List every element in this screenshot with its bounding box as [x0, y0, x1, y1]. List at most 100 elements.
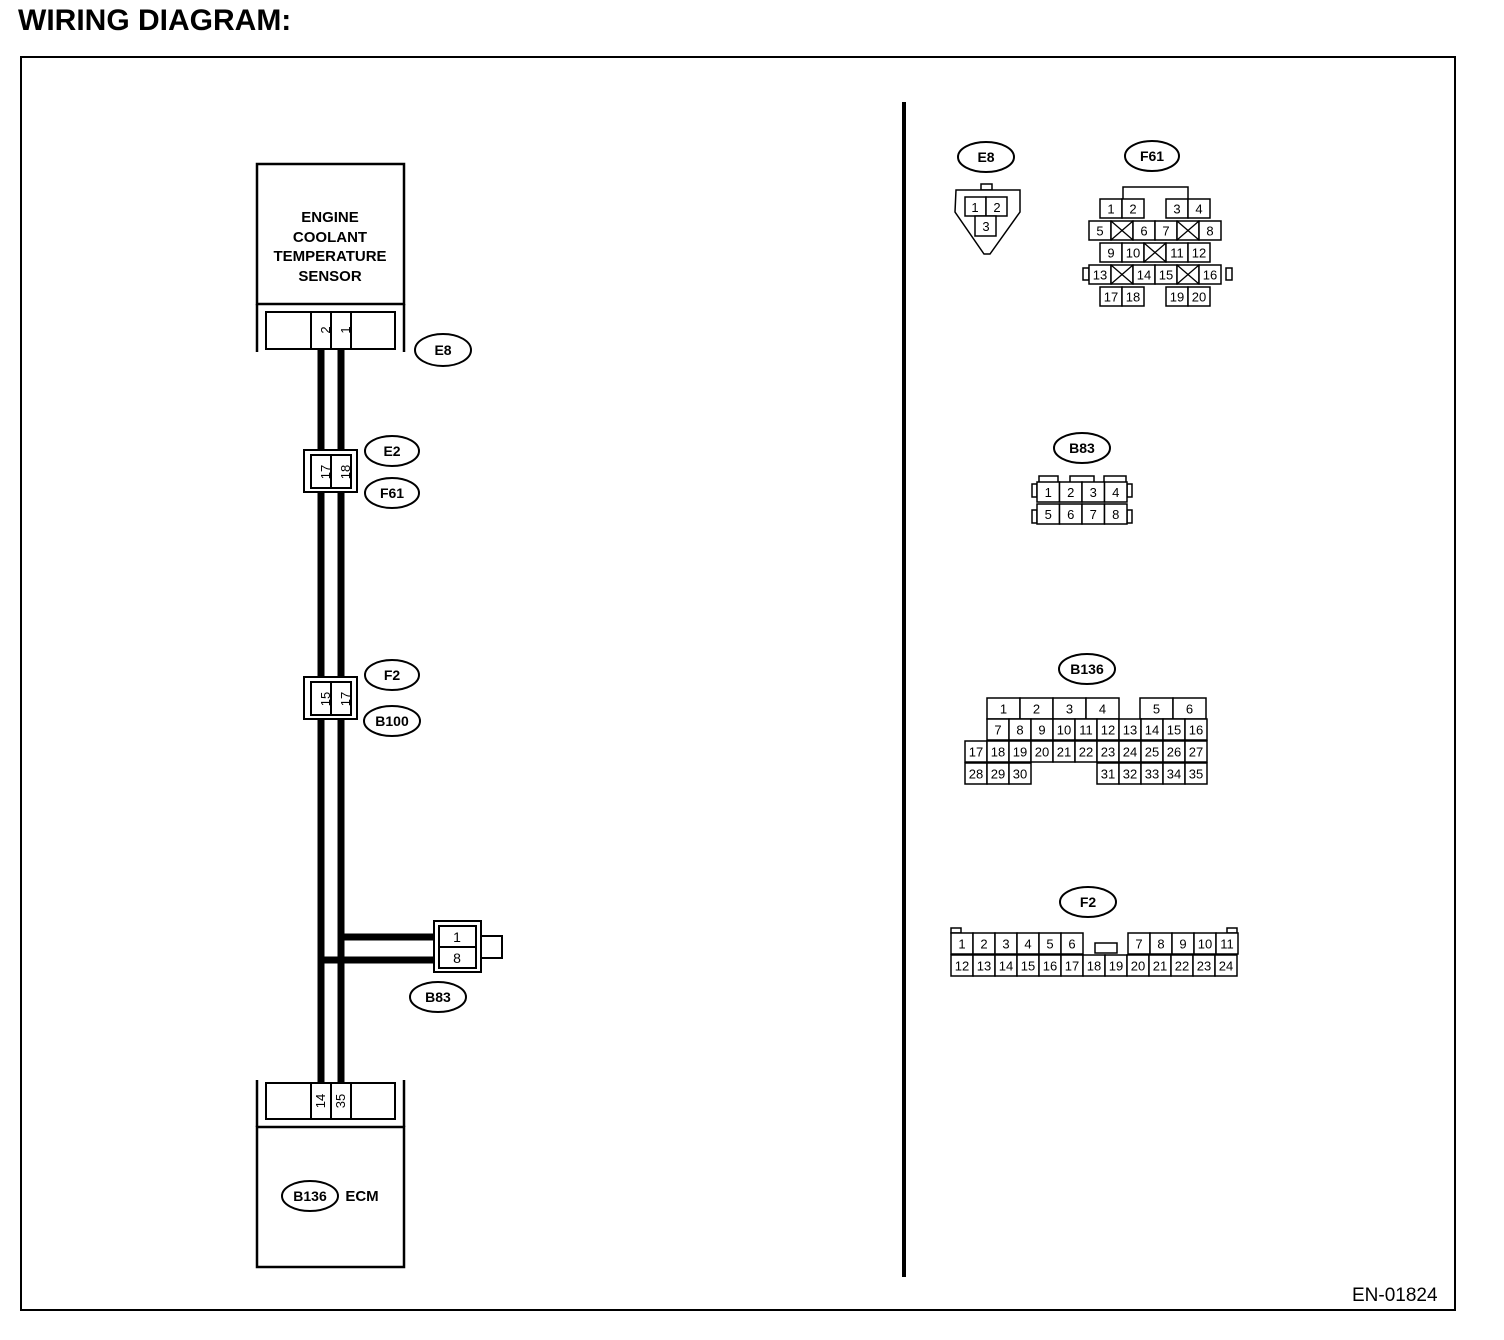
b136-pin: 4	[1099, 702, 1106, 717]
blank-cavity-mark	[1176, 220, 1200, 241]
b83-pin: 6	[1067, 507, 1074, 522]
latch	[1225, 267, 1233, 281]
joint1-top-badge: E2	[364, 435, 420, 467]
b136-pin: 24	[1123, 745, 1137, 760]
b136-pin: 6	[1186, 702, 1193, 717]
joint2-top-badge: F2	[364, 659, 420, 691]
joint-connector-f2-b100: 15 17	[303, 676, 358, 720]
b83-view-label: B83	[1069, 440, 1095, 456]
joint1-bottom-label: F61	[380, 485, 404, 501]
b136-pin: 15	[1167, 723, 1181, 738]
e8-pin-2: 2	[993, 200, 1000, 215]
f2-pin: 15	[1021, 959, 1035, 974]
blank-cavity-mark	[1110, 220, 1134, 241]
page-title: WIRING DIAGRAM:	[18, 4, 292, 37]
b83-pin: 5	[1045, 507, 1052, 522]
f61-pin: 2	[1129, 202, 1136, 217]
f2-pin: 16	[1043, 959, 1057, 974]
f61-view-label: F61	[1140, 148, 1164, 164]
f2-pin: 20	[1131, 959, 1145, 974]
f61-pin: 19	[1170, 290, 1184, 305]
b83-pin: 4	[1112, 485, 1119, 500]
pin-cell	[1121, 198, 1145, 219]
f2-pin: 12	[955, 959, 969, 974]
f2-pin: 9	[1179, 937, 1186, 952]
f2-pin: 3	[1002, 937, 1009, 952]
pin-cell	[1198, 220, 1222, 241]
f61-pin: 11	[1170, 246, 1184, 261]
f61-pin: 5	[1096, 224, 1103, 239]
b136-pin: 22	[1079, 745, 1093, 760]
blank-cavity-mark	[1143, 242, 1167, 263]
joint1-top-label: E2	[383, 443, 400, 459]
f2-pin: 24	[1219, 959, 1233, 974]
f2-pin: 7	[1135, 937, 1142, 952]
branch-connector-b83: 1 8	[433, 920, 503, 973]
b136-pin: 1	[1000, 702, 1007, 717]
f2-pin: 8	[1157, 937, 1164, 952]
b136-pin: 27	[1189, 745, 1203, 760]
f61-pin: 16	[1203, 268, 1217, 283]
b136-pin: 33	[1145, 767, 1159, 782]
pin-cell	[1187, 242, 1211, 263]
f2-pin: 17	[1065, 959, 1079, 974]
f61-pin: 17	[1104, 290, 1118, 305]
latch	[1082, 267, 1090, 281]
f2-pin: 11	[1220, 937, 1234, 952]
f61-pin: 1	[1107, 202, 1114, 217]
f61-pin: 15	[1159, 268, 1173, 283]
ecm-label: ECM	[345, 1188, 378, 1205]
pin-cell	[1184, 718, 1208, 741]
pin-cell	[1187, 198, 1211, 219]
sensor-name-line-4: SENSOR	[298, 268, 362, 285]
sensor-name-line-3: TEMPERATURE	[273, 248, 386, 265]
joint2-bottom-label: B100	[375, 713, 409, 729]
joint2-bottom-badge: B100	[363, 705, 421, 737]
branch-connector-label: B83	[425, 989, 451, 1005]
b136-pin: 29	[991, 767, 1005, 782]
coolant-sensor-box: ENGINE COOLANT TEMPERATURE SENSOR 2 1	[255, 162, 406, 352]
b136-pin: 23	[1101, 745, 1115, 760]
joint2-top-label: F2	[384, 667, 401, 683]
f2-view-label: F2	[1080, 894, 1097, 910]
f61-pin: 8	[1206, 224, 1213, 239]
b136-pin: 10	[1057, 723, 1071, 738]
pin-cell	[1121, 286, 1145, 307]
b136-pin: 16	[1189, 723, 1203, 738]
sensor-connector-badge: E8	[414, 333, 472, 367]
f61-pin: 4	[1195, 202, 1202, 217]
sensor-pin-1: 1	[338, 326, 353, 333]
diagram-frame	[20, 56, 1456, 1311]
b136-view-label: B136	[1070, 661, 1104, 677]
joint1-pin-b: 18	[338, 465, 353, 479]
e8-pin-3: 3	[982, 219, 989, 234]
f2-pin: 22	[1175, 959, 1189, 974]
b83-pin: 1	[1045, 485, 1052, 500]
f61-pin: 10	[1126, 246, 1140, 261]
joint1-bottom-badge: F61	[364, 477, 420, 509]
f61-pin: 7	[1162, 224, 1169, 239]
f61-pin: 6	[1140, 224, 1147, 239]
joint2-pin-b: 17	[338, 692, 353, 706]
sensor-name-line-2: COOLANT	[293, 229, 367, 246]
b136-pin: 25	[1145, 745, 1159, 760]
b136-pin: 14	[1145, 723, 1159, 738]
blank-cavity-mark	[1110, 264, 1134, 285]
sensor-connector-label: E8	[434, 342, 451, 358]
figure-code: EN-01824	[1352, 1285, 1438, 1306]
b136-pin: 17	[969, 745, 983, 760]
pin-cell	[1103, 481, 1128, 503]
f61-pin: 18	[1126, 290, 1140, 305]
b83-pin: 7	[1090, 507, 1097, 522]
f2-pin: 13	[977, 959, 991, 974]
e8-view-label: E8	[977, 149, 994, 165]
b136-pin: 21	[1057, 745, 1071, 760]
b136-pin: 18	[991, 745, 1005, 760]
b136-pin: 7	[994, 723, 1001, 738]
pin-cell	[1187, 286, 1211, 307]
